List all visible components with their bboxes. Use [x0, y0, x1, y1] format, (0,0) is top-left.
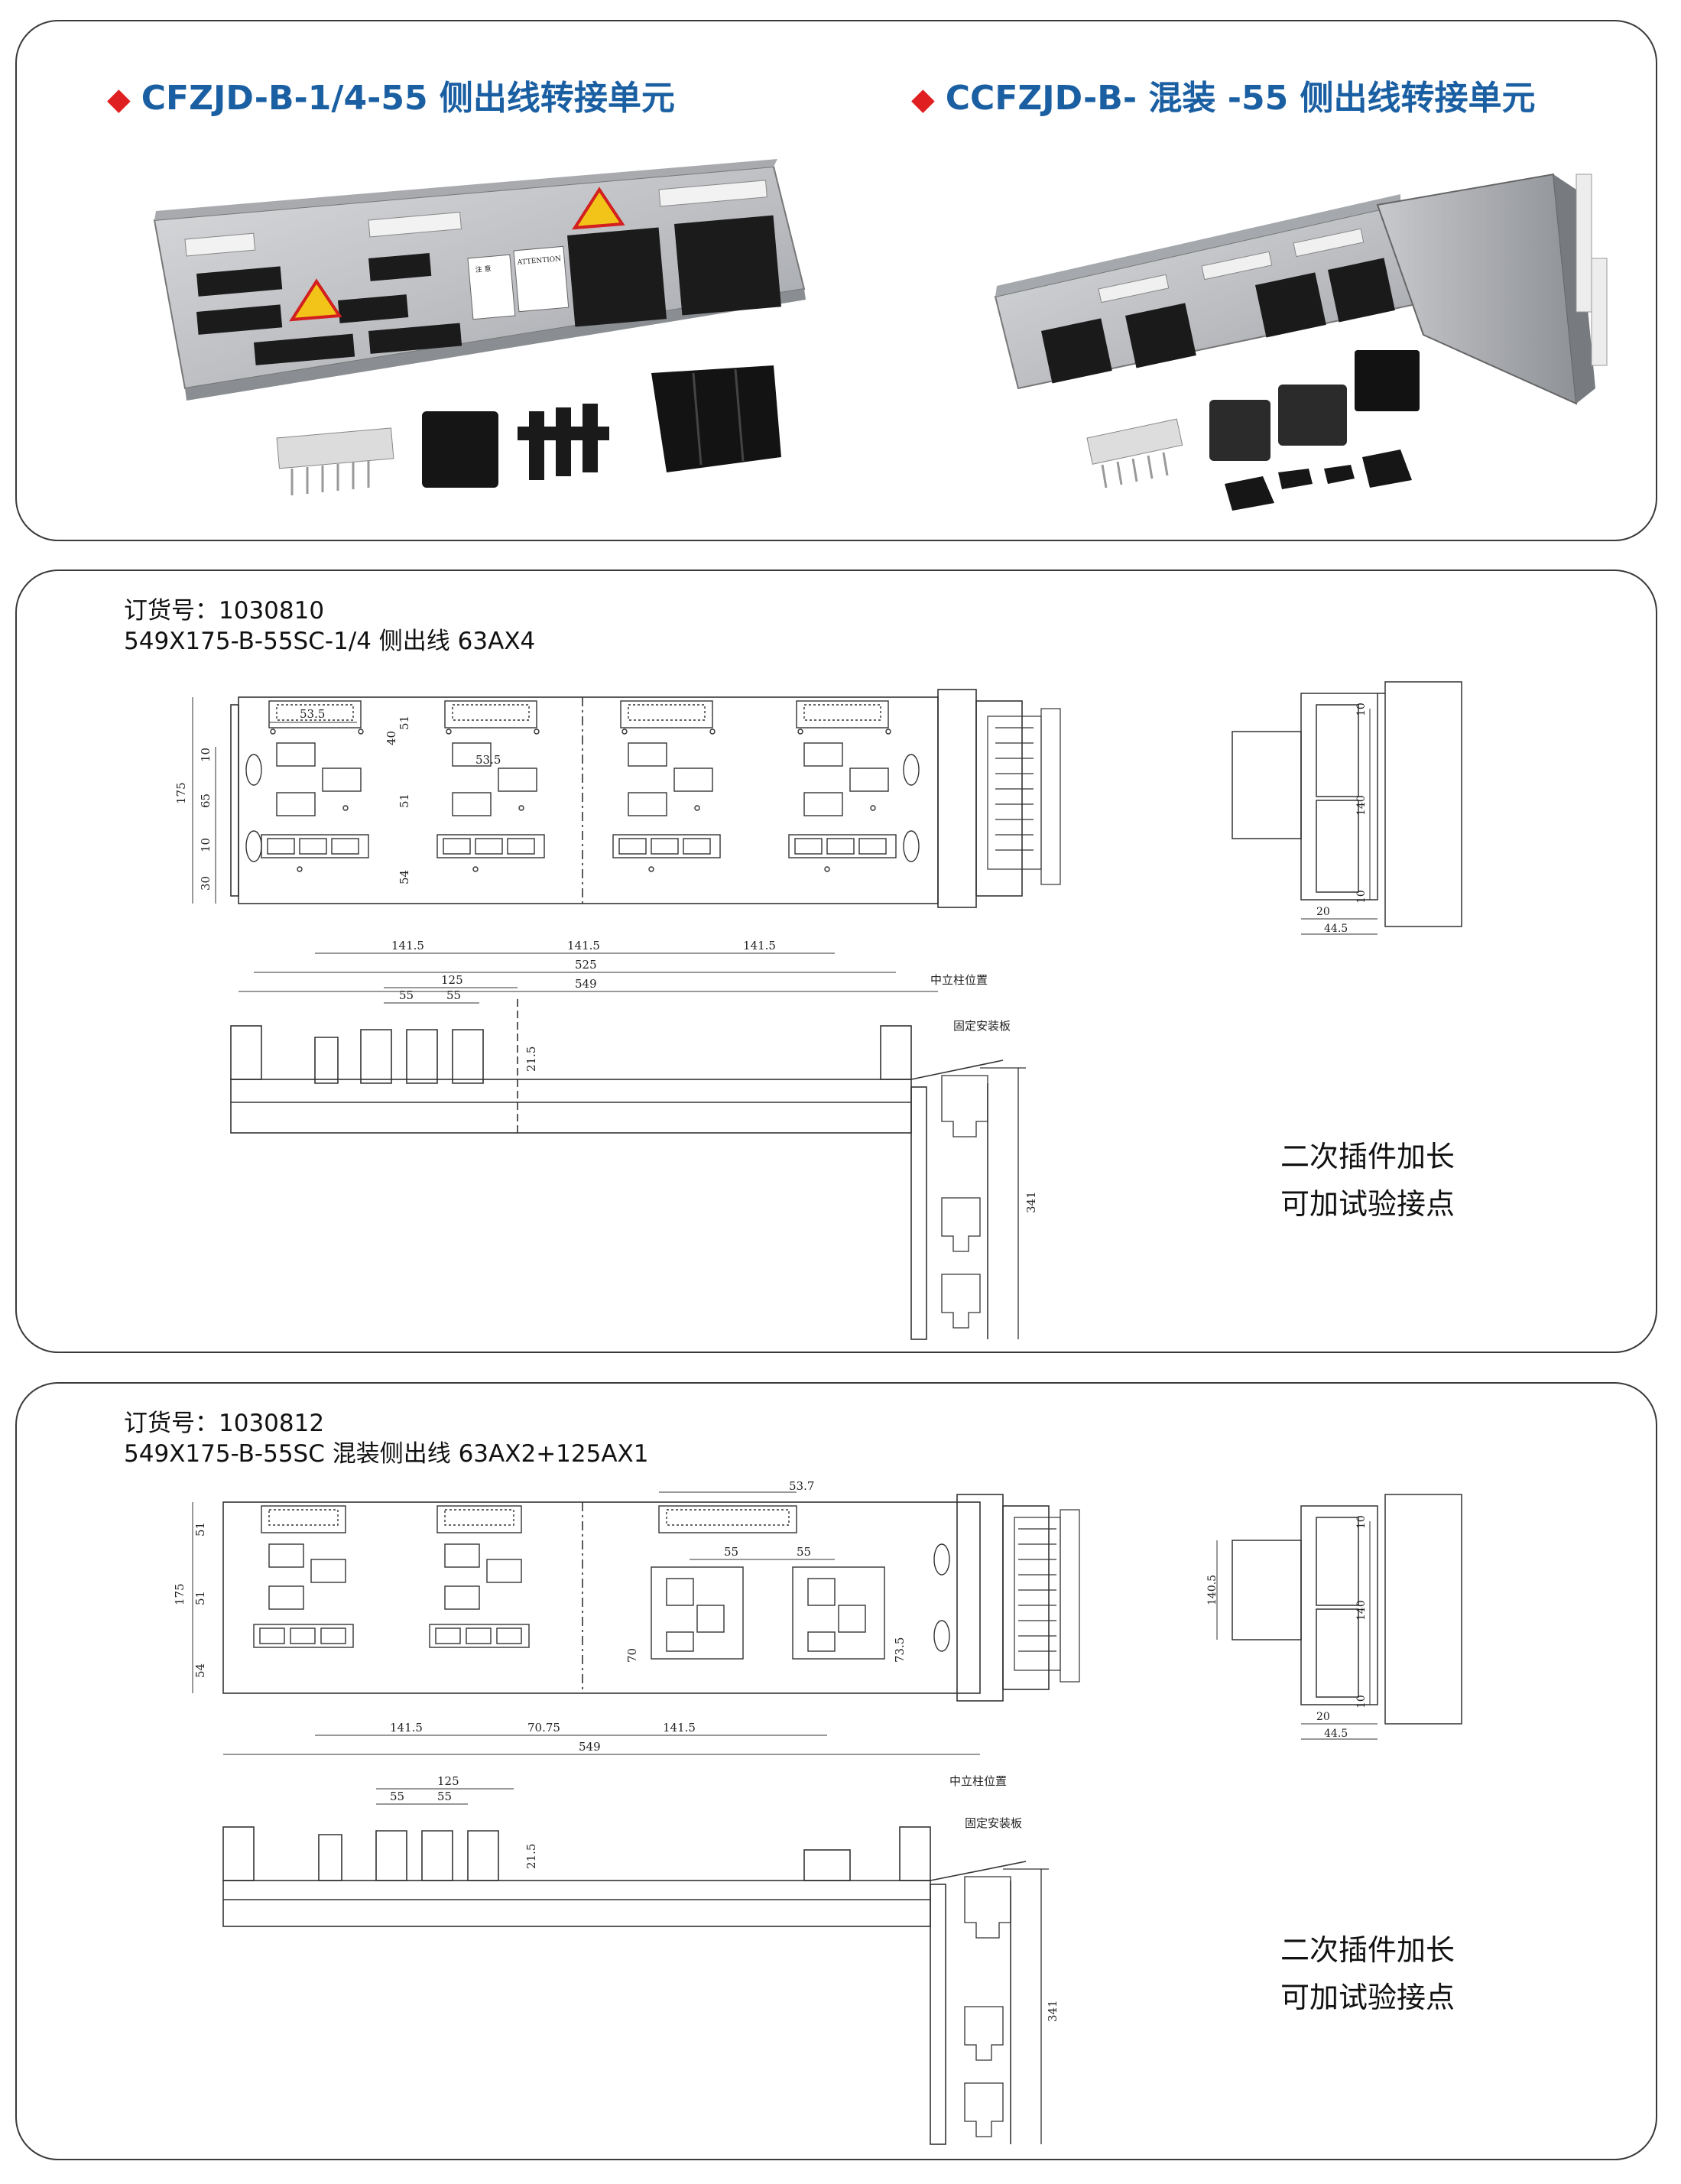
dim-65: 65 [199, 793, 213, 808]
neutral-column-label: 中立柱位置 [930, 973, 988, 987]
diamond-bullet-icon: ◆ [911, 82, 935, 117]
product-photo-panel: ◆CFZJD-B-1/4-55 侧出线转接单元 ◆CCFZJD-B- 混装 -5… [15, 20, 1657, 541]
dim-141.5: 141.5 [743, 939, 776, 952]
dim-10: 10 [199, 748, 213, 762]
dim-55: 55 [399, 988, 414, 1002]
diamond-bullet-icon: ◆ [107, 82, 131, 117]
dim-55: 55 [446, 988, 461, 1002]
left-product-title: ◆CFZJD-B-1/4-55 侧出线转接单元 [107, 79, 675, 118]
dim-53.5: 53.5 [475, 753, 501, 767]
dim-10: 10 [199, 838, 213, 852]
dim-341: 341 [1024, 1191, 1038, 1213]
dim-55: 55 [390, 1790, 404, 1803]
dim-175: 175 [174, 782, 188, 804]
dim-53.5: 53.5 [300, 707, 325, 721]
dim-175: 175 [173, 1583, 187, 1605]
left-product-photo: 注 意 ATTENTION [153, 159, 806, 495]
dim-20: 20 [1316, 1711, 1330, 1723]
dim-73.5: 73.5 [893, 1637, 907, 1663]
dim-44.5: 44.5 [1324, 923, 1348, 935]
right-product-photo [994, 173, 1608, 511]
dim-140: 140 [1355, 795, 1368, 816]
dim-141.5: 141.5 [663, 1721, 696, 1735]
neutral-column-label: 中立柱位置 [949, 1774, 1007, 1788]
dim-55: 55 [437, 1790, 452, 1803]
bottom-view-drawing: 55 55 125 21.5 中立柱位置 固定安装板 341 [230, 973, 1038, 1340]
dim-51: 51 [193, 1591, 207, 1605]
dim-51: 51 [398, 716, 411, 730]
dim-341: 341 [1046, 2000, 1060, 2022]
warning-triangle-icon [572, 187, 625, 230]
dim-10: 10 [1355, 1695, 1368, 1709]
side-view-drawing: 140.5 140 10 10 20 44.5 [1206, 1494, 1462, 1740]
model-description: 549X175-B-55SC 混装侧出线 63AX2+125AX1 [124, 1440, 649, 1468]
dim-53.7: 53.7 [789, 1479, 814, 1493]
warning-triangle-icon [289, 278, 342, 322]
dim-70.75: 70.75 [527, 1721, 560, 1735]
model-description: 549X175-B-55SC-1/4 侧出线 63AX4 [124, 628, 536, 655]
dim-20: 20 [1316, 906, 1330, 918]
dim-525: 525 [575, 958, 597, 972]
fixing-plate-label: 固定安装板 [953, 1019, 1011, 1033]
bottom-view-drawing: 55 55 125 21.5 中立柱位置 固定安装板 341 [222, 1774, 1060, 2145]
dim-549: 549 [575, 977, 597, 991]
dim-51: 51 [193, 1522, 207, 1537]
dim-55: 55 [724, 1545, 738, 1559]
dim-21.5: 21.5 [524, 1047, 538, 1072]
dim-549: 549 [579, 1740, 601, 1754]
right-product-title: ◆CCFZJD-B- 混装 -55 侧出线转接单元 [911, 79, 1536, 118]
dim-70: 70 [625, 1648, 639, 1663]
order-number: 订货号：1030810 [124, 597, 325, 625]
front-view-drawing: 53.7 51 175 51 54 55 55 70 73.5 141.5 70… [173, 1479, 1080, 1755]
dim-141.5: 141.5 [390, 1721, 423, 1735]
socket-groups [245, 700, 920, 872]
dim-10: 10 [1355, 703, 1368, 716]
dim-140.5: 140.5 [1206, 1575, 1219, 1605]
dim-44.5: 44.5 [1324, 1728, 1348, 1740]
dim-51: 51 [398, 793, 411, 808]
drawing-panel-1030810: 订货号：1030810 549X175-B-55SC-1/4 侧出线 63AX4 [15, 570, 1657, 1353]
dim-30: 30 [199, 876, 213, 891]
dim-21.5: 21.5 [524, 1844, 538, 1869]
dim-54: 54 [398, 870, 411, 884]
drawing-panel-1030812: 订货号：1030812 549X175-B-55SC 混装侧出线 63AX2+1… [15, 1382, 1657, 2160]
note-text: 二次插件加长 可加试验接点 [1280, 1933, 1455, 2014]
dim-141.5: 141.5 [567, 939, 600, 952]
dim-40: 40 [385, 731, 398, 745]
dim-141.5: 141.5 [391, 939, 424, 952]
order-number: 订货号：1030812 [124, 1410, 325, 1437]
fixing-plate-label: 固定安装板 [965, 1816, 1022, 1830]
dim-10: 10 [1355, 1515, 1368, 1529]
dim-125: 125 [437, 1774, 459, 1788]
side-view-drawing: 140 10 10 20 44.5 [1232, 681, 1462, 935]
note-text: 二次插件加长 可加试验接点 [1280, 1140, 1455, 1221]
attention-cn-label: 注 意 [475, 264, 492, 274]
front-view-drawing: 175 10 65 10 30 53.5 53.5 40 51 51 54 14… [174, 689, 1061, 992]
dim-54: 54 [193, 1663, 207, 1678]
dim-10: 10 [1355, 890, 1368, 904]
dim-140: 140 [1355, 1600, 1368, 1621]
dim-125: 125 [441, 973, 463, 987]
dim-55: 55 [797, 1545, 811, 1559]
